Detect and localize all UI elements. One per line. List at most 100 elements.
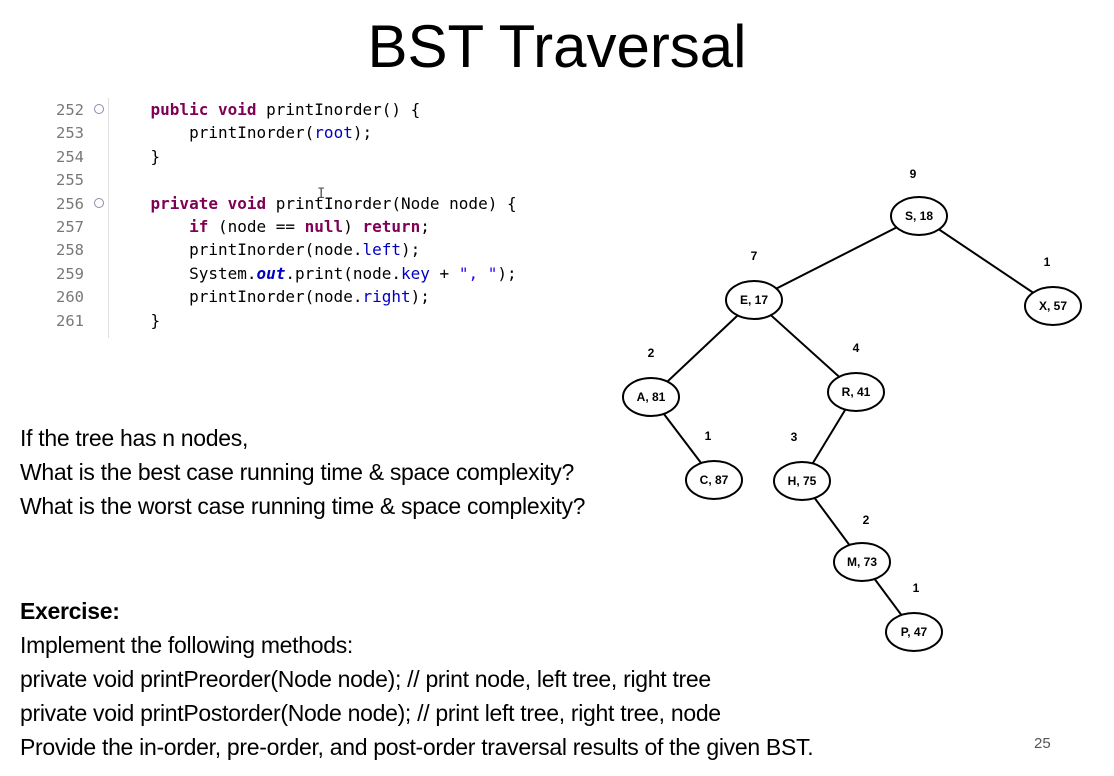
code-token: left: [362, 240, 401, 260]
exercise: Exercise: Implement the following method…: [20, 594, 814, 764]
tree-node-C: C, 87 1: [685, 429, 743, 500]
code-token: printInorder(Node node) {: [266, 193, 517, 213]
code-token: printInorder(node.: [112, 287, 363, 307]
code-line: 258 printInorder(node.left);: [56, 238, 616, 261]
line-number: 261: [56, 311, 84, 330]
tree-edge-S-E: [753, 215, 920, 301]
line-number: 259: [56, 264, 84, 283]
question-line: What is the worst case running time & sp…: [20, 493, 586, 519]
code-token: +: [429, 263, 459, 283]
tree-node-S: S, 18 9: [890, 167, 948, 236]
page-number: 25: [1034, 735, 1051, 752]
exercise-line: Implement the following methods:: [20, 632, 354, 658]
code-token: private: [150, 193, 218, 213]
code-token: root: [314, 123, 353, 143]
code-line: 262: [56, 332, 616, 338]
tree-node-E: E, 17 7: [725, 249, 783, 320]
code-token: }: [112, 146, 161, 166]
text-cursor-icon: I: [317, 186, 326, 202]
fold-collapse-icon[interactable]: [94, 104, 104, 114]
code-token: void: [227, 193, 267, 213]
code-line: 259 System.out.print(node.key + ", ");: [56, 262, 616, 285]
code-token: );: [400, 240, 421, 260]
code-token: if: [189, 216, 209, 236]
line-number: 260: [56, 288, 84, 307]
line-number: 255: [56, 171, 84, 190]
code-token: printInorder() {: [256, 100, 421, 119]
question-line: What is the best case running time & spa…: [20, 459, 574, 485]
node-size-label: 9: [910, 167, 917, 181]
line-number-gutter: [108, 98, 109, 338]
exercise-heading: Exercise:: [20, 598, 120, 624]
node-size-label: 7: [751, 249, 758, 263]
code-token: null: [304, 216, 344, 236]
code-line: 255: [56, 168, 616, 191]
question-line: If the tree has n nodes,: [20, 425, 249, 451]
node-ellipse: [685, 460, 743, 500]
exercise-line: private void printPreorder(Node node); /…: [20, 666, 711, 692]
node-size-label: 1: [913, 581, 920, 595]
line-number: 253: [56, 124, 84, 143]
node-size-label: 2: [648, 346, 655, 360]
node-ellipse: [833, 542, 891, 582]
code-token: return: [362, 216, 421, 236]
node-size-label: 3: [791, 430, 798, 444]
code-line: 257 if (node == null) return;: [56, 215, 616, 238]
node-size-label: 1: [1044, 255, 1051, 269]
node-label: P, 47: [901, 625, 928, 639]
line-number: 254: [56, 147, 84, 166]
code-token: }: [112, 310, 161, 330]
tree-edge-S-X: [918, 215, 1054, 307]
tree-node-H: H, 753: [773, 430, 831, 501]
code-token: key: [401, 263, 430, 283]
node-label: R, 41: [842, 385, 871, 399]
node-ellipse: [773, 461, 831, 501]
node-label: A, 81: [637, 390, 666, 404]
code-token: ", ": [458, 263, 498, 283]
node-label: S, 18: [905, 209, 933, 223]
code-token: void: [217, 100, 257, 119]
line-number: 258: [56, 241, 84, 260]
node-label: E, 17: [740, 293, 768, 307]
fold-collapse-icon[interactable]: [94, 197, 104, 208]
node-label: C, 87: [700, 473, 729, 487]
code-line: 253 printInorder(root);: [56, 121, 616, 144]
node-size-label: 2: [863, 513, 870, 527]
tree-edge-E-A: [650, 299, 755, 398]
tree-node-A: A, 81 2: [622, 346, 680, 417]
code-token: right: [362, 287, 411, 307]
node-ellipse: [890, 196, 948, 236]
code-snippet: I 252 public void printInorder() { 253 pr…: [56, 98, 616, 338]
node-size-label: 1: [705, 429, 712, 443]
code-token: public: [150, 100, 209, 119]
code-line: 256 private void printInorder(Node node)…: [56, 192, 616, 215]
code-token: printInorder(: [112, 123, 315, 143]
code-token: printInorder(node.: [112, 240, 363, 260]
node-ellipse: [725, 280, 783, 320]
node-ellipse: [622, 377, 680, 417]
tree-node-M: M, 73 2: [833, 513, 891, 582]
line-number: 252: [56, 99, 112, 122]
code-token: out: [256, 263, 286, 283]
code-token: );: [352, 123, 373, 143]
node-ellipse: [827, 372, 885, 412]
tree-node-P: P, 47 1: [885, 581, 943, 652]
code-token: (node ==: [208, 216, 305, 236]
questions: If the tree has n nodes, What is the bes…: [20, 421, 585, 523]
line-number: 257: [56, 217, 84, 236]
code-line: 261 }: [56, 309, 616, 332]
node-label: M, 73: [847, 555, 877, 569]
node-ellipse: [1024, 286, 1082, 326]
node-size-label: 4: [853, 341, 860, 355]
node-ellipse: [885, 612, 943, 652]
exercise-line: Provide the in-order, pre-order, and pos…: [20, 734, 814, 760]
slide-title: BST Traversal: [367, 13, 747, 80]
tree-node-R: R, 41 4: [827, 341, 885, 412]
line-number: 262: [56, 333, 112, 338]
exercise-line: private void printPostorder(Node node); …: [20, 700, 721, 726]
code-token: ;: [420, 216, 430, 236]
code-token: );: [497, 263, 517, 283]
code-line: 254 }: [56, 145, 616, 168]
code-token: );: [410, 287, 430, 307]
